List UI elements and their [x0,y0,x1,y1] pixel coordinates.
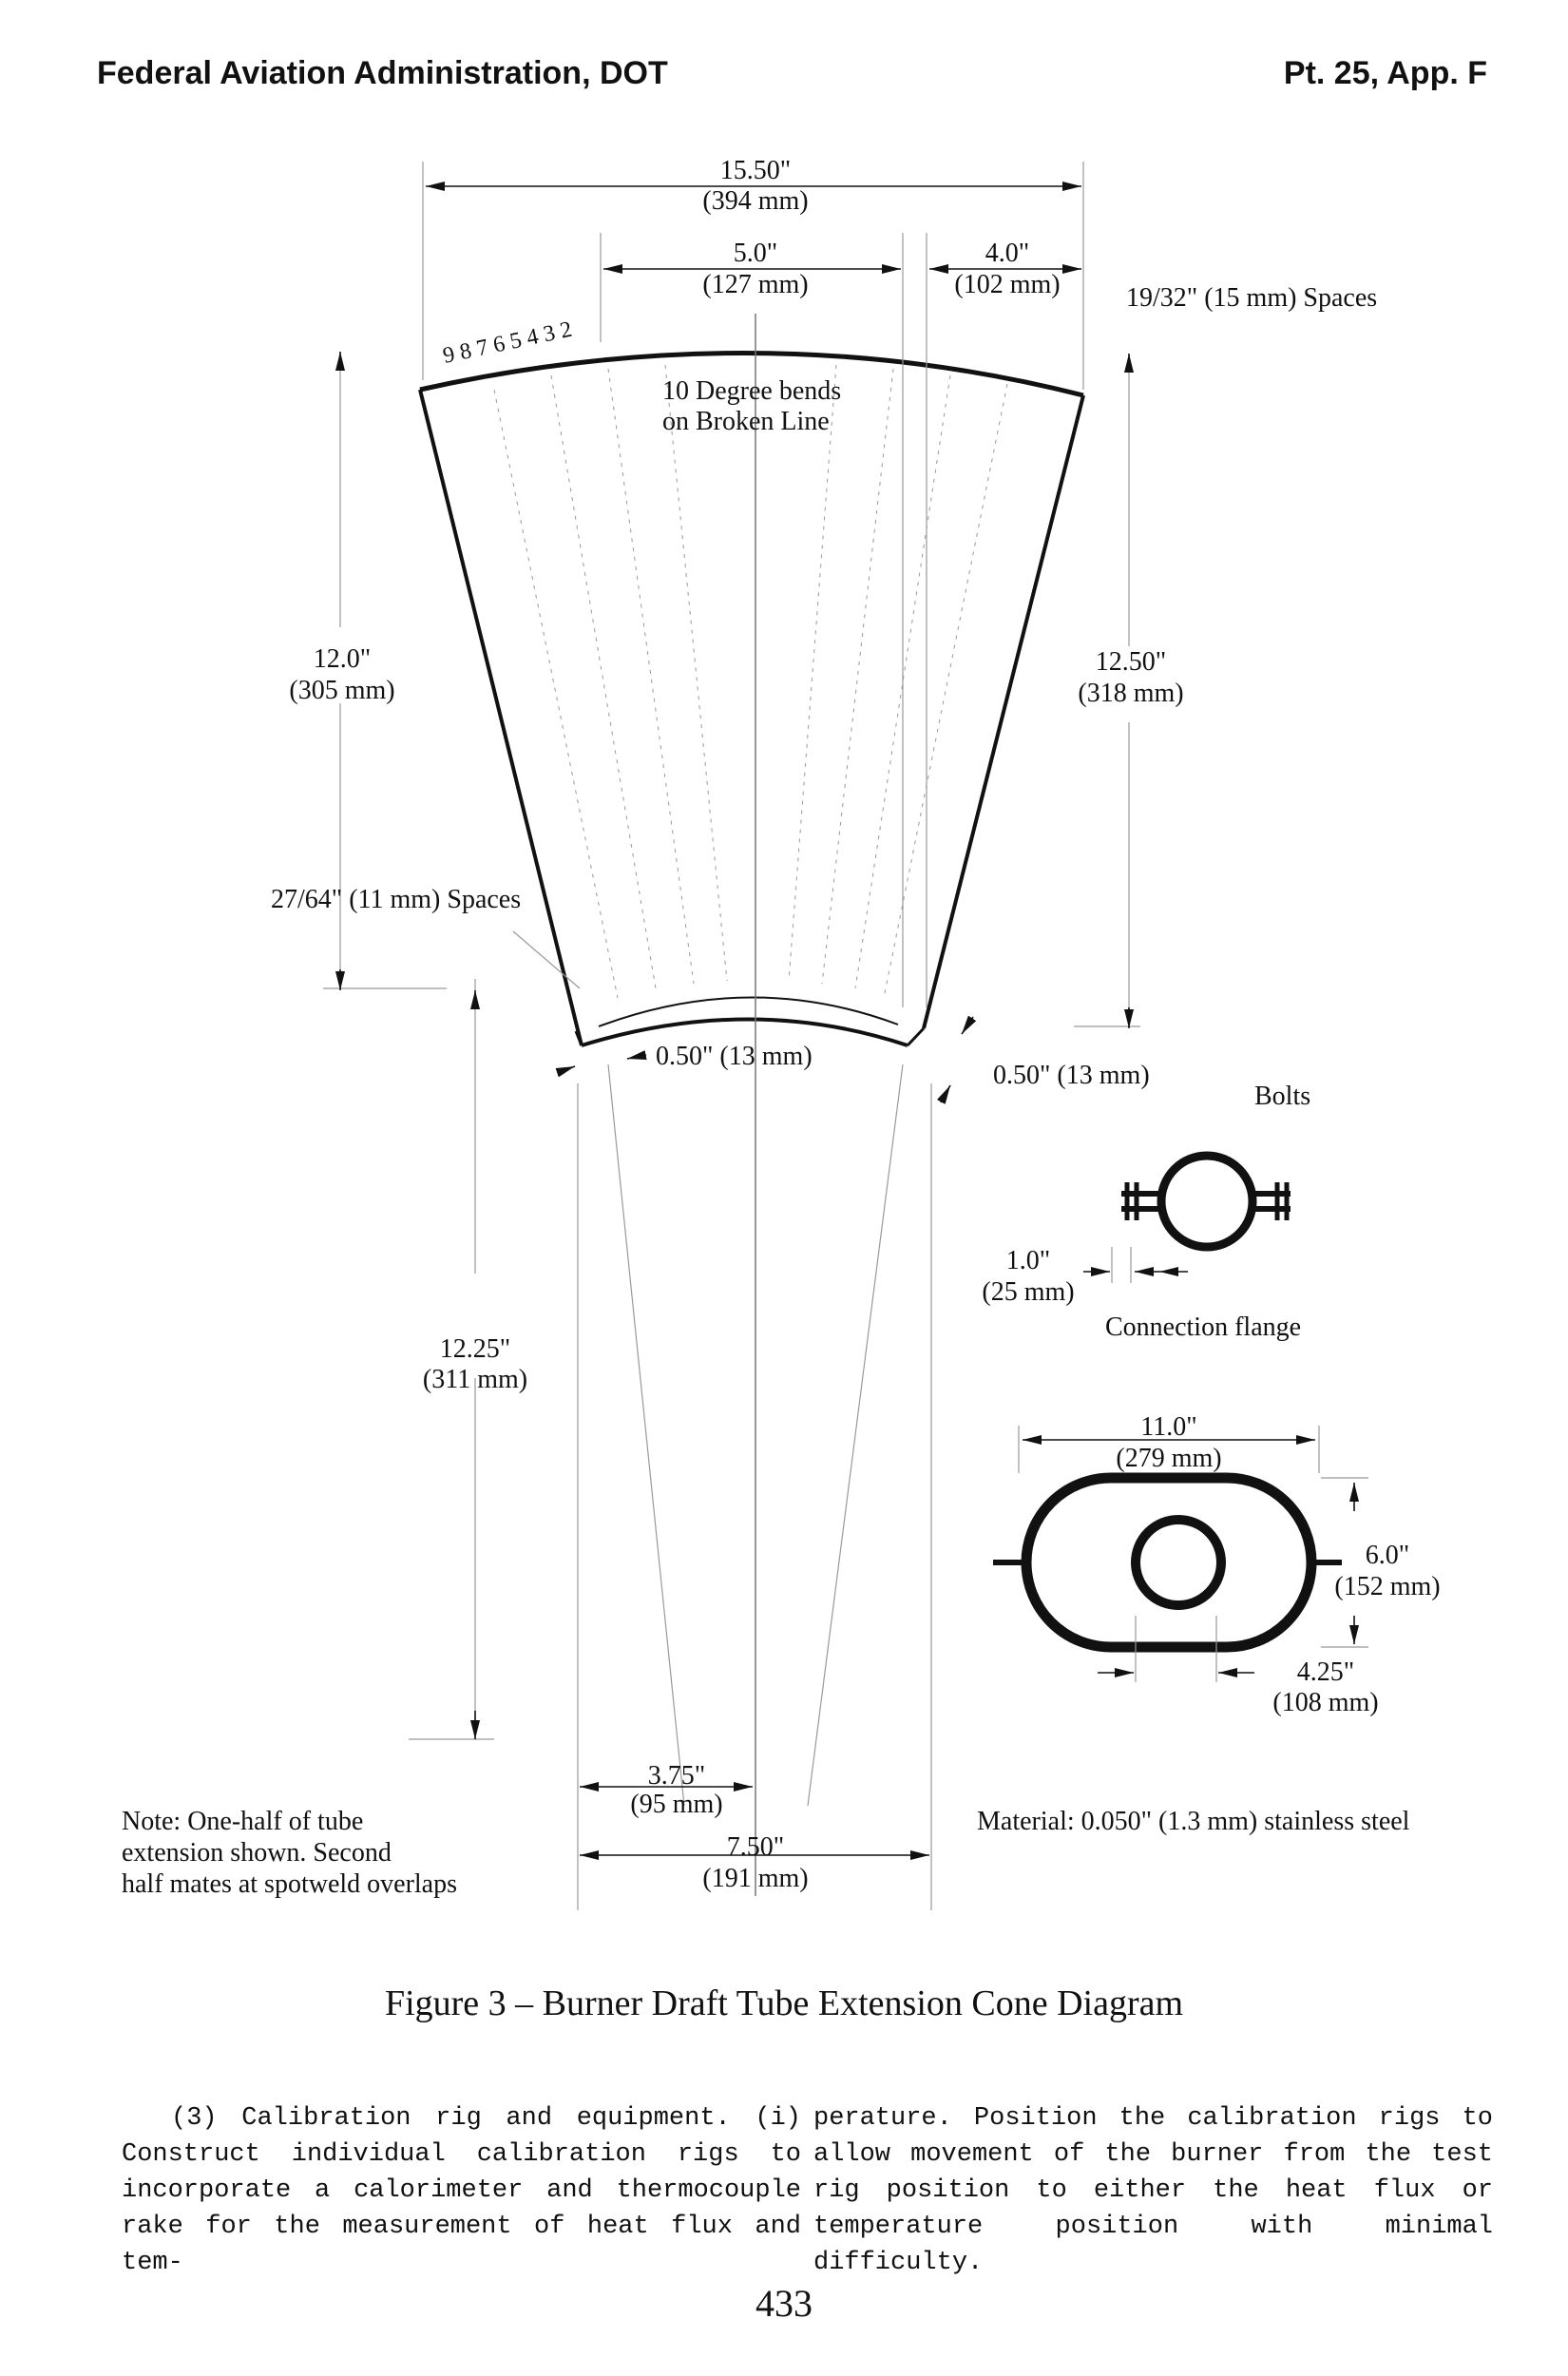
bend-note-line2: on Broken Line [662,407,830,436]
flange-width-right: 0.50" (13 mm) [993,1061,1150,1090]
bottom-width-in: 7.50" [727,1832,784,1862]
note-line2: extension shown. Second [122,1838,392,1868]
dim-right-height-in: 12.50" [1096,647,1166,677]
dim-right-height-mm: (318 mm) [1078,679,1183,708]
body-column-right: perature. Position the calibration rigs … [813,2100,1493,2281]
flange-gap-mm: (25 mm) [982,1277,1074,1307]
note-line1: Note: One-half of tube [122,1807,363,1836]
running-header-right: Pt. 25, App. F [1283,55,1487,91]
material-label: Material: 0.050" (1.3 mm) stainless stee… [977,1807,1410,1836]
dim-top-width-mm: (394 mm) [702,186,808,216]
dim-left-height-in: 12.0" [314,644,371,674]
spaces-top-label: 19/32" (15 mm) Spaces [1126,283,1377,313]
page-number: 433 [755,2282,813,2325]
oval-height-in: 6.0" [1366,1541,1409,1570]
bend-lines [493,364,1008,999]
figure-caption: Figure 3 – Burner Draft Tube Extension C… [384,1983,1184,2023]
connection-flange-drawing [1083,1151,1291,1283]
extension-height-mm: (311 mm) [423,1365,527,1394]
cone-outline [418,350,1085,1047]
oval-width-in: 11.0" [1140,1412,1196,1442]
spaces-side-label: 27/64" (11 mm) Spaces [271,885,521,914]
oval-flange-drawing [993,1426,1368,1682]
body-column-left: (3) Calibration rig and equipment. (i) C… [122,2100,801,2281]
oval-height-mm: (152 mm) [1334,1572,1440,1601]
dimension-arrows [335,182,1134,1860]
connection-flange-label: Connection flange [1105,1313,1301,1342]
body-paragraph-right: perature. Position the calibration rigs … [813,2104,1493,2277]
running-header-left: Federal Aviation Administration, DOT [97,55,668,91]
bottom-half-width-mm: (95 mm) [630,1790,722,1819]
dim-left-height-mm: (305 mm) [289,676,394,705]
note-line3: half mates at spotweld overlaps [122,1869,457,1899]
bottom-half-width-in: 3.75" [648,1761,705,1791]
extension-lines [323,162,1140,1910]
dim-right-top-in: 4.0" [985,239,1029,268]
extension-height-in: 12.25" [440,1334,510,1364]
inner-offset-in: 4.25" [1297,1657,1354,1687]
bolts-label: Bolts [1254,1082,1310,1111]
body-paragraph-left: (3) Calibration rig and equipment. (i) C… [122,2104,801,2277]
dim-right-top-mm: (102 mm) [954,270,1060,299]
bottom-width-mm: (191 mm) [702,1864,808,1893]
hole-numbers: 9 8 7 6 5 4 3 2 [441,317,574,369]
dim-center-top-in: 5.0" [734,239,777,268]
inner-offset-mm: (108 mm) [1272,1688,1378,1717]
dim-top-width-in: 15.50" [720,156,791,185]
cone-diagram: 15.50" (394 mm) 5.0" (127 mm) 4.0" (102 … [122,156,1441,1910]
flange-width-left: 0.50" (13 mm) [656,1042,813,1071]
flange-gap-in: 1.0" [1006,1246,1050,1275]
dim-center-top-mm: (127 mm) [702,270,808,299]
oval-width-mm: (279 mm) [1116,1444,1221,1473]
bend-note-line1: 10 Degree bends [662,376,841,406]
